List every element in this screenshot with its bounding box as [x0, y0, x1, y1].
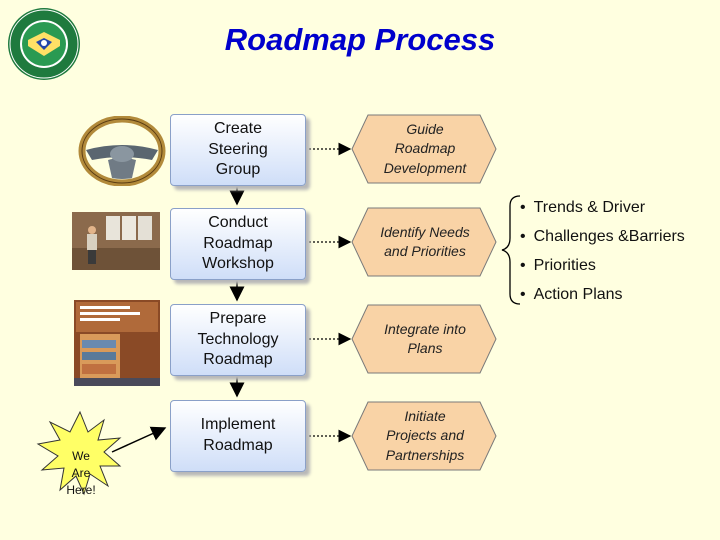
step-create-steering-group: Create Steering Group [170, 114, 306, 186]
outcome-initiate-projects: Initiate Projects and Partnerships [385, 408, 465, 463]
outcome-hexagon-4 [351, 401, 497, 471]
outcome-guide-development: Guide Roadmap Development [383, 121, 467, 176]
workshop-photo [72, 212, 160, 270]
outcome-hexagon-2 [351, 207, 497, 277]
output-item: Priorities [520, 254, 685, 283]
bullet-brace [501, 195, 521, 305]
we-are-here-text: We Are Here! [66, 449, 96, 497]
step-conduct-workshop: Conduct Roadmap Workshop [170, 208, 306, 280]
step-implement-roadmap: Implement Roadmap [170, 400, 306, 472]
star-arrow [111, 426, 167, 453]
doe-seal-logo [8, 8, 80, 80]
page-title: Roadmap Process [224, 22, 496, 57]
output-item: Challenges &Barriers [520, 225, 685, 254]
outcome-hexagon-1 [351, 114, 497, 184]
outcome-identify-needs: Identify Needs and Priorities [380, 223, 470, 259]
output-item: Trends & Driver [520, 196, 685, 225]
roadmap-report-cover-photo [74, 300, 160, 386]
outcome-integrate-plans: Integrate into Plans [384, 320, 466, 356]
outcome-hexagon-3 [351, 304, 497, 374]
output-item: Action Plans [520, 283, 685, 312]
step-prepare-roadmap: Prepare Technology Roadmap [170, 304, 306, 376]
workshop-outputs-list: Trends & Driver Challenges &Barriers Pri… [520, 196, 685, 312]
steering-wheel-photo [78, 116, 166, 186]
we-are-here-star [36, 410, 122, 496]
